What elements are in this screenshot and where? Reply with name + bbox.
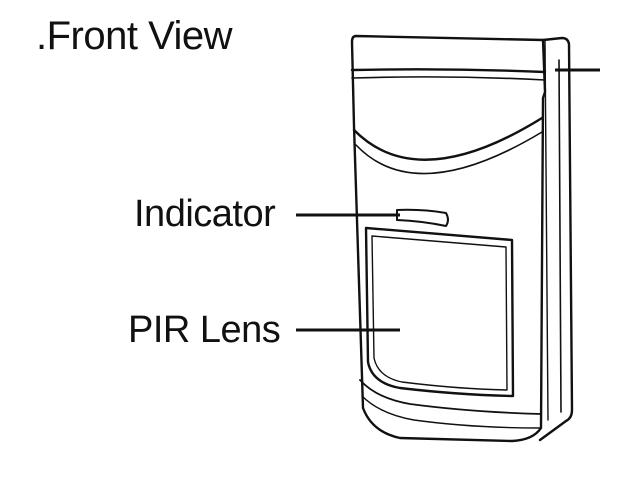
hood-inner-arc [355,131,543,175]
top-band-line-2 [351,76,546,81]
bottom-band-line-2 [361,395,542,429]
top-band-line [350,68,547,74]
detector-side-panel [538,36,574,442]
bottom-band-line [359,379,542,415]
pir-lens-inner [371,235,508,391]
indicator-slot [396,208,449,227]
hood-outer-arc [352,116,544,161]
pir-lens-label: PIR Lens [128,309,281,351]
pir-lens-window [364,226,515,398]
diagram-title: .Front View [36,14,233,58]
front-right-edge [544,39,549,421]
indicator-label: Indicator [134,193,276,235]
detector-side-inner-edge [558,59,562,413]
detector-front-body [350,34,547,443]
